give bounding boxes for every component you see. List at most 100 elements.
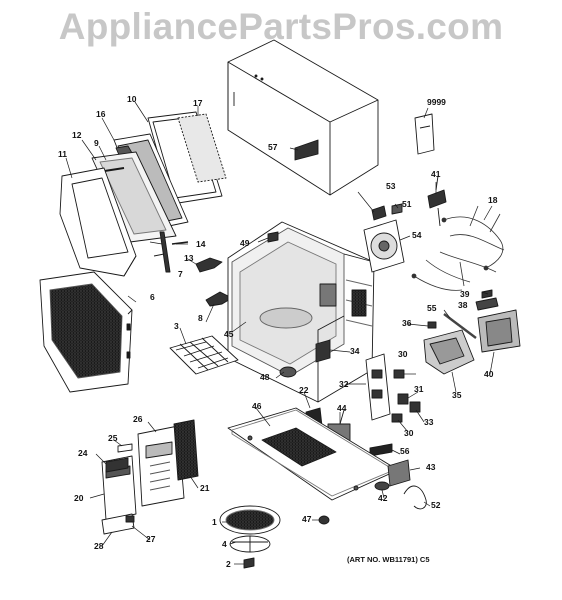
- switch-31[interactable]: [397, 393, 409, 405]
- oven-cavity-45[interactable]: [227, 221, 375, 403]
- callout-3: 3: [174, 321, 179, 331]
- callout-38: 38: [458, 300, 468, 310]
- switch-30a[interactable]: [393, 369, 405, 379]
- callout-1: 1: [212, 517, 217, 527]
- door-outer-6[interactable]: [39, 271, 133, 393]
- vent-grille-57[interactable]: [294, 139, 319, 161]
- callout-48: 48: [260, 372, 270, 382]
- callout-32: 32: [339, 379, 349, 389]
- callout-25: 25: [108, 433, 118, 443]
- callout-16: 16: [96, 109, 106, 119]
- callout-40: 40: [484, 369, 494, 379]
- interlock-bracket-32[interactable]: [365, 353, 391, 421]
- callout-41: 41: [431, 169, 441, 179]
- sensor-55[interactable]: [443, 313, 477, 339]
- callout-8: 8: [198, 313, 203, 323]
- power-cord-52[interactable]: [403, 485, 427, 510]
- callout-21: 21: [200, 483, 210, 493]
- fan-motor-53[interactable]: [371, 205, 387, 221]
- door-switch-34[interactable]: [315, 339, 331, 363]
- latch-13[interactable]: [153, 231, 171, 273]
- callout-6: 6: [150, 292, 155, 302]
- callout-30b: 30: [404, 428, 414, 438]
- callout-28: 28: [94, 541, 104, 551]
- latch-spring-14[interactable]: [171, 241, 189, 245]
- hinge-clip-49[interactable]: [267, 231, 279, 243]
- motor-43[interactable]: [387, 459, 411, 487]
- display-window-25[interactable]: [117, 443, 133, 453]
- callout-24: 24: [78, 448, 88, 458]
- fuse-36[interactable]: [427, 321, 437, 329]
- switch-30b[interactable]: [391, 413, 403, 423]
- callout-57: 57: [268, 142, 278, 152]
- leader-lines: [65, 101, 495, 565]
- callout-45: 45: [224, 329, 234, 339]
- display-24[interactable]: [105, 457, 129, 473]
- turntable-support-3[interactable]: [169, 335, 239, 375]
- glass-tray-1[interactable]: [219, 505, 281, 535]
- callout-4: 4: [222, 539, 227, 549]
- foot-47[interactable]: [318, 515, 330, 525]
- noise-filter-56[interactable]: [369, 443, 393, 457]
- callout-9999: 9999: [427, 97, 446, 107]
- fan-blade-51[interactable]: [391, 203, 403, 215]
- callout-9: 9: [94, 138, 99, 148]
- drive-hub-2[interactable]: [243, 557, 255, 569]
- callout-49: 49: [240, 238, 250, 248]
- callout-33: 33: [424, 417, 434, 427]
- coupler-42[interactable]: [374, 481, 390, 491]
- thermostat-48[interactable]: [279, 366, 297, 378]
- base-plate-46[interactable]: [227, 407, 399, 501]
- callout-30a: 30: [398, 349, 408, 359]
- callout-51: 51: [402, 199, 412, 209]
- watermark: AppliancePartsPros.com: [58, 6, 504, 47]
- callout-22: 22: [299, 385, 309, 395]
- door-screen-17[interactable]: [177, 113, 227, 183]
- callout-54: 54: [412, 230, 422, 240]
- control-panel-26[interactable]: [137, 425, 185, 507]
- callout-18: 18: [488, 195, 498, 205]
- control-board-21[interactable]: [173, 419, 199, 481]
- callout-20: 20: [74, 493, 84, 503]
- transformer-40[interactable]: [477, 309, 521, 353]
- callout-2: 2: [226, 559, 231, 569]
- callout-52: 52: [431, 500, 441, 510]
- latch-lever-8[interactable]: [205, 291, 233, 307]
- callout-17: 17: [193, 98, 203, 108]
- connector-27[interactable]: [125, 515, 135, 523]
- callout-34: 34: [350, 346, 360, 356]
- latch-lever-7[interactable]: [195, 257, 223, 273]
- roller-ring-4[interactable]: [229, 535, 271, 553]
- callout-14: 14: [196, 239, 206, 249]
- door-panel-11[interactable]: [59, 167, 137, 277]
- callout-36: 36: [402, 318, 412, 328]
- outer-cabinet[interactable]: [227, 39, 379, 196]
- callout-44: 44: [337, 403, 347, 413]
- callout-13: 13: [184, 253, 194, 263]
- callout-11: 11: [58, 149, 67, 159]
- callout-43: 43: [426, 462, 436, 472]
- callout-26: 26: [133, 414, 143, 424]
- callout-7: 7: [178, 269, 183, 279]
- callout-42: 42: [378, 493, 388, 503]
- switch-33[interactable]: [409, 401, 421, 413]
- relay-38[interactable]: [475, 297, 499, 311]
- callout-53: 53: [386, 181, 396, 191]
- callout-35: 35: [452, 390, 462, 400]
- door-glass-12[interactable]: [91, 151, 177, 243]
- callout-39: 39: [460, 289, 470, 299]
- fan-duct-54[interactable]: [363, 219, 405, 273]
- magnetron-35[interactable]: [423, 329, 475, 375]
- callout-47: 47: [302, 514, 312, 524]
- callout-31: 31: [414, 384, 424, 394]
- callout-27: 27: [146, 534, 156, 544]
- owner-manual-9999[interactable]: [414, 113, 435, 155]
- callout-10: 10: [127, 94, 137, 104]
- wire-harness-18[interactable]: [411, 205, 505, 291]
- callout-12: 12: [72, 130, 82, 140]
- callout-55: 55: [427, 303, 437, 313]
- art-number: (ART NO. WB11791) C5: [347, 555, 430, 564]
- callout-46: 46: [252, 401, 262, 411]
